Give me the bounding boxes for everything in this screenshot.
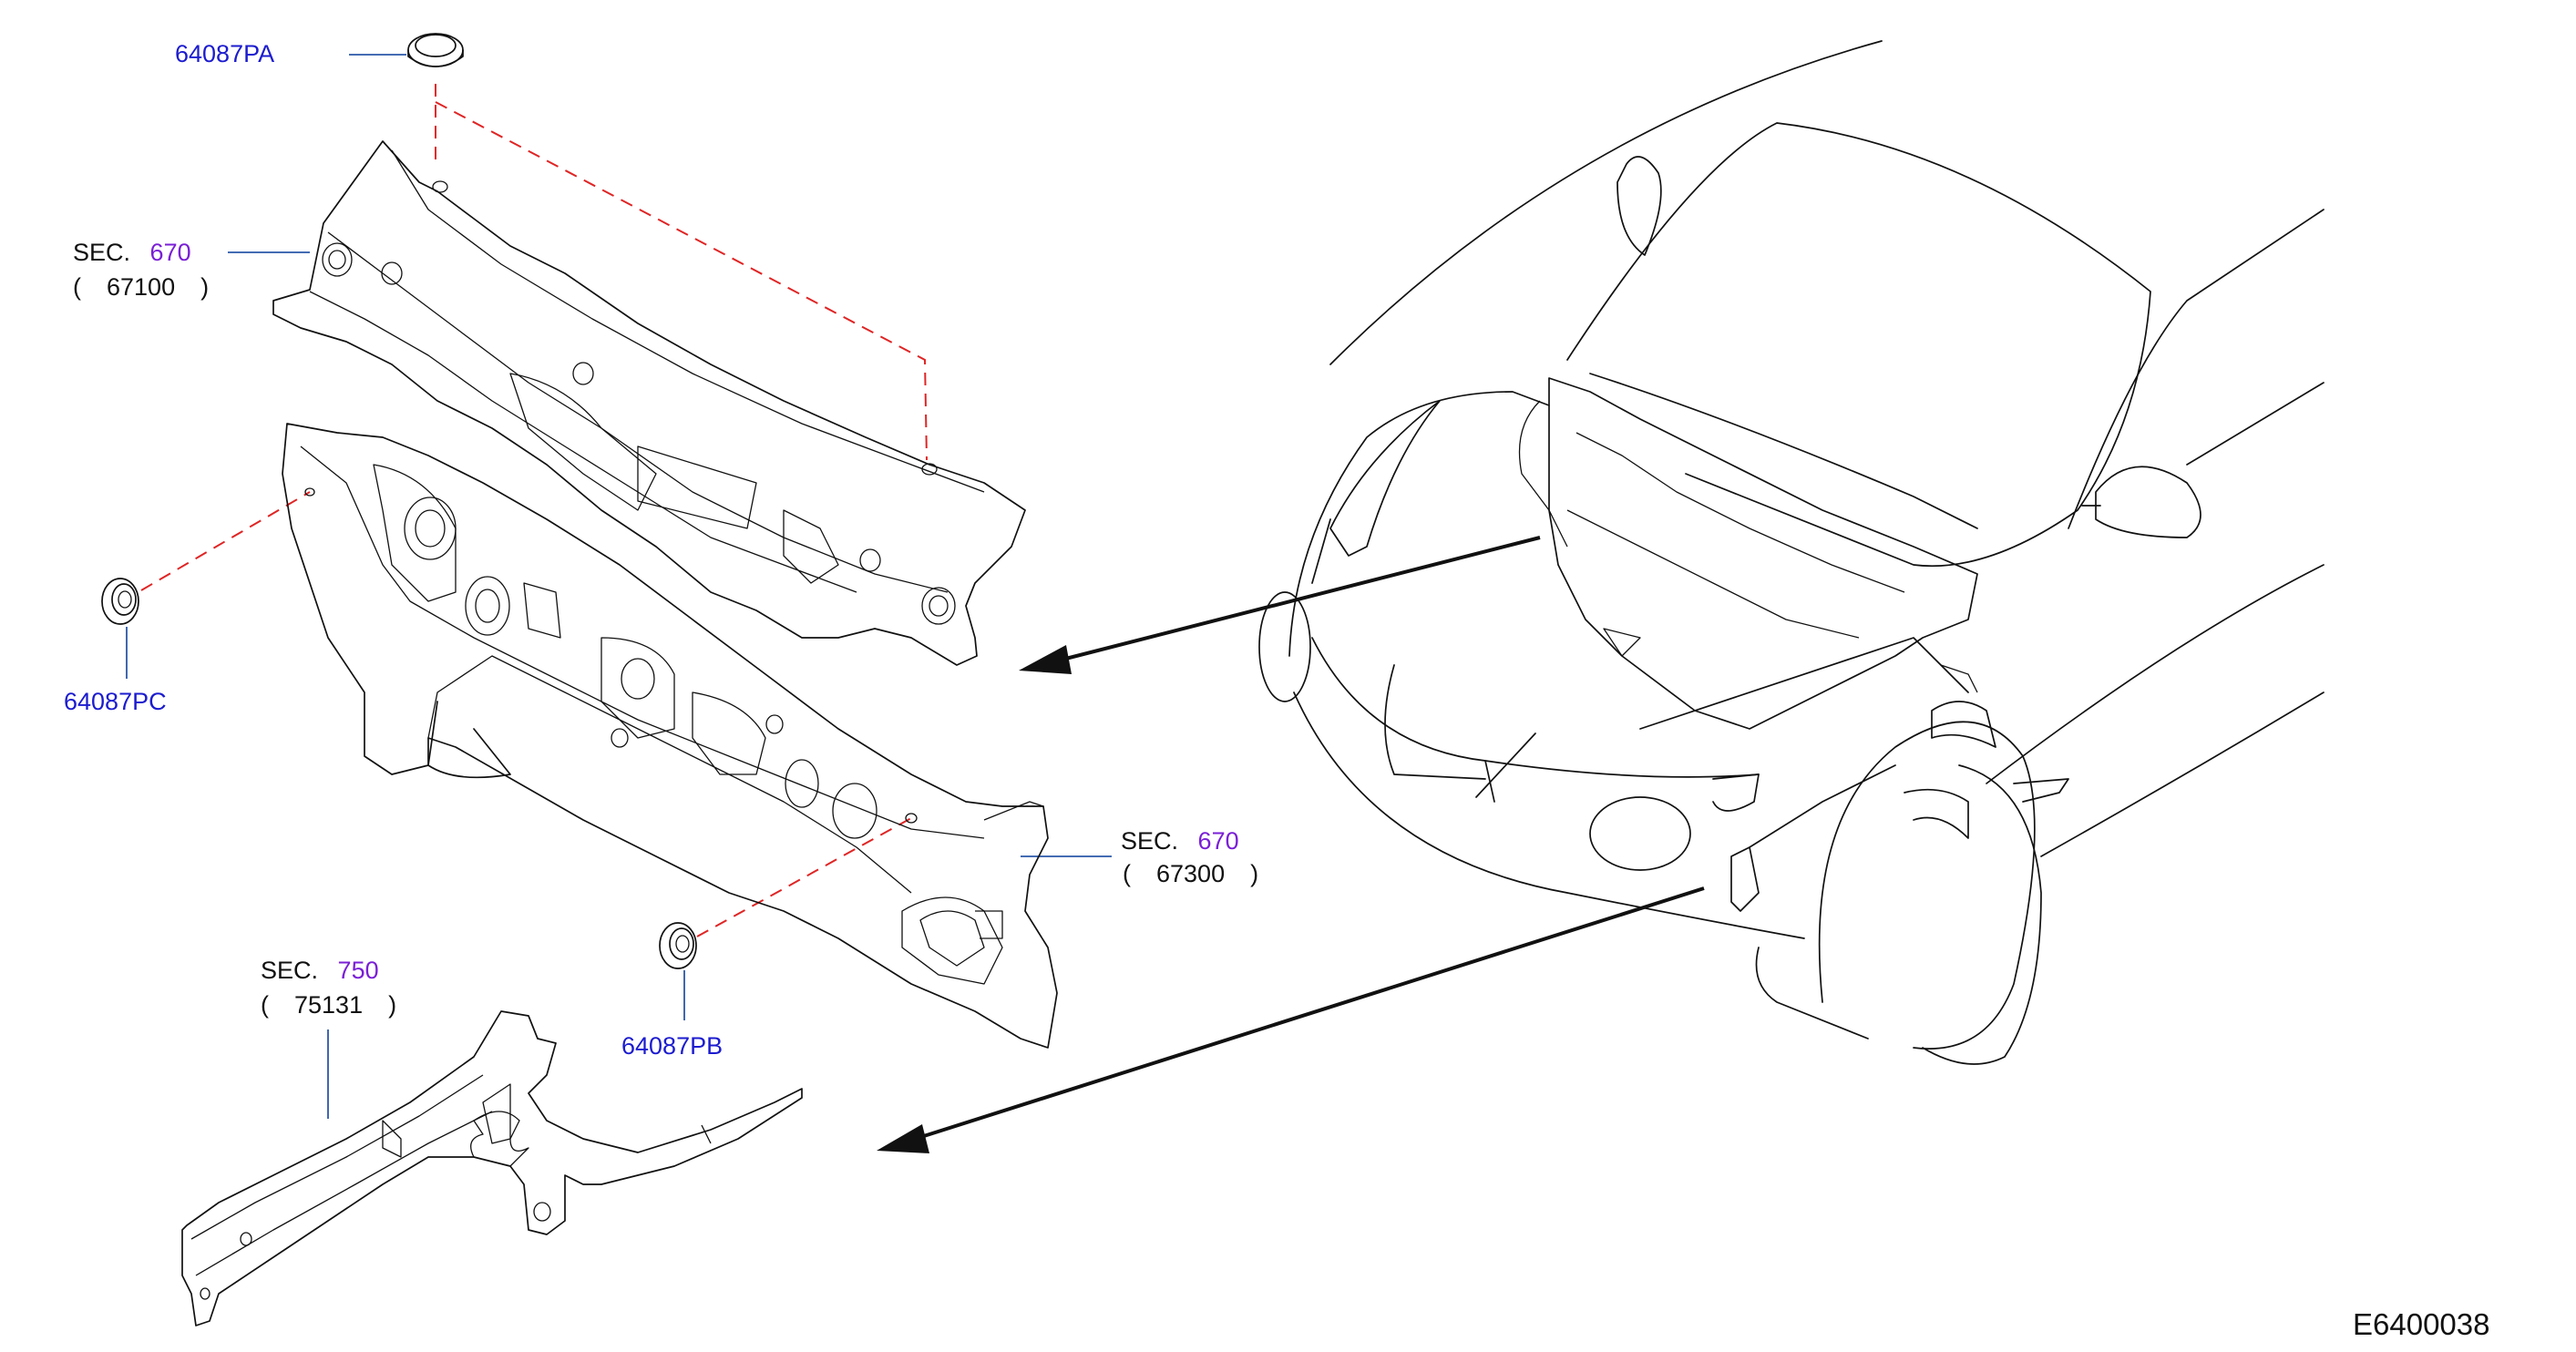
phantom-lines <box>140 84 928 937</box>
part-number: 67300 <box>1156 860 1226 887</box>
vehicle-overview <box>1258 40 2325 1065</box>
label-64087pb[interactable]: 64087PB <box>621 1032 724 1060</box>
label-64087pa[interactable]: 64087PA <box>175 40 275 67</box>
dash-panel[interactable] <box>282 423 1058 1049</box>
label-sec-670-dash[interactable]: SEC. 670 <box>1121 827 1239 855</box>
diagram-code: E6400038 <box>2353 1307 2490 1341</box>
sec-number: 670 <box>1197 827 1239 855</box>
sec-prefix: SEC. <box>1121 827 1179 855</box>
front-side-member[interactable] <box>181 1010 803 1326</box>
sec-number: 750 <box>337 957 379 984</box>
grommet-64087pc[interactable] <box>101 578 139 625</box>
label-67300: (67300) <box>1123 860 1259 887</box>
sec-prefix: SEC. <box>73 239 131 266</box>
grommet-64087pb[interactable] <box>659 922 697 969</box>
cowl-top-panel[interactable] <box>272 140 1026 666</box>
part-number: 75131 <box>294 991 364 1019</box>
label-sec-670-cowl[interactable]: SEC. 670 <box>73 239 191 266</box>
label-75131: (75131) <box>261 991 397 1019</box>
label-64087pc[interactable]: 64087PC <box>64 688 167 715</box>
grommet-64087pa[interactable] <box>407 33 464 67</box>
callout-arrows <box>877 536 1705 1153</box>
sec-number: 670 <box>149 239 191 266</box>
sec-prefix: SEC. <box>261 957 319 984</box>
leader-lines <box>126 54 1112 1119</box>
part-number: 67100 <box>107 273 176 301</box>
label-67100: (67100) <box>73 273 210 301</box>
label-sec-750[interactable]: SEC. 750 <box>261 957 379 984</box>
